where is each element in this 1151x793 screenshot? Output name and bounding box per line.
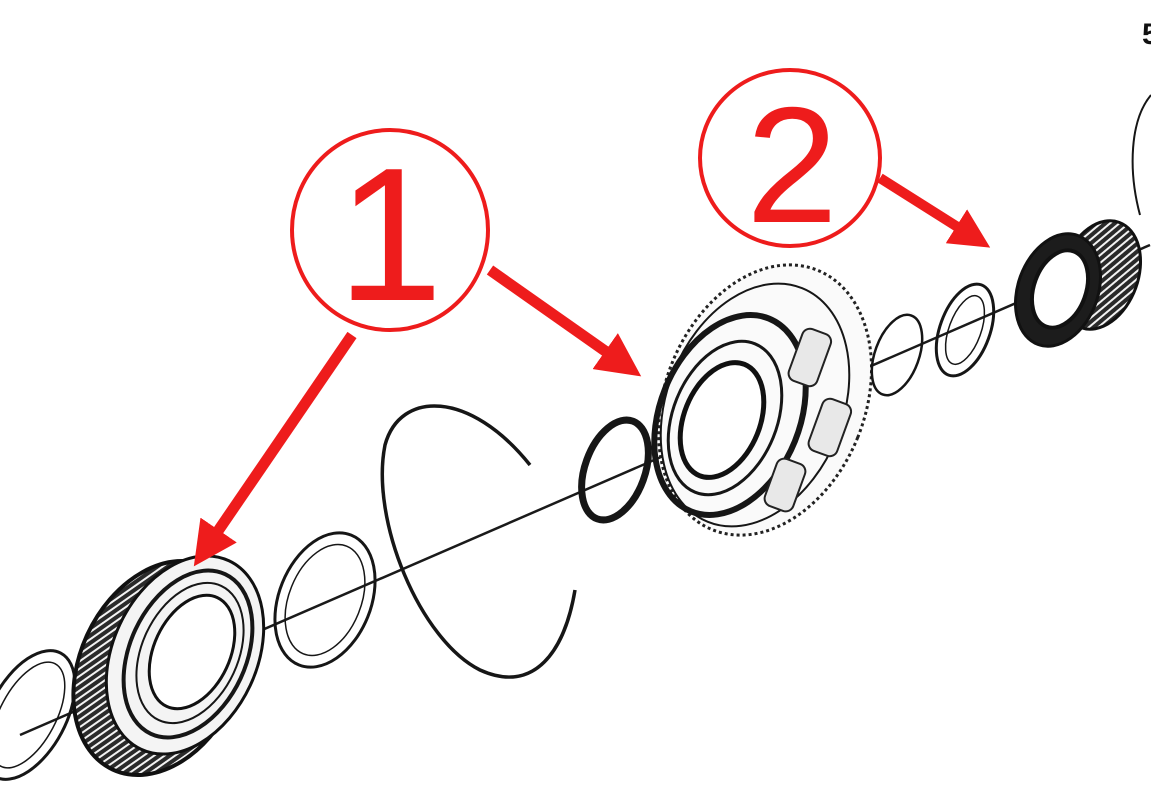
callout-2-arrow-to-hub	[877, 173, 991, 248]
callout-2-label: 2	[746, 73, 838, 257]
sealing-ring	[578, 416, 652, 524]
callout-1: 1	[290, 128, 490, 341]
callout-1-label: 1	[337, 129, 443, 341]
sun-gear-hub	[1013, 219, 1143, 348]
small-thrust-rings	[870, 282, 996, 397]
callout-1-arrow-to-carrier	[486, 265, 642, 377]
callout-1-arrow-to-drum	[193, 331, 357, 567]
callout-1-circle	[290, 128, 490, 332]
callout-2-circle	[698, 68, 882, 248]
left-clutch-drum	[71, 554, 266, 777]
thrust-washer-ring	[273, 531, 377, 669]
corner-part-number: 5	[1142, 18, 1151, 51]
left-edge-ring	[0, 649, 77, 781]
callout-2: 2	[698, 68, 882, 257]
large-snap-ring	[380, 404, 577, 679]
planetary-carrier-assembly	[651, 263, 874, 537]
right-edge-partial-ring	[1131, 94, 1151, 216]
